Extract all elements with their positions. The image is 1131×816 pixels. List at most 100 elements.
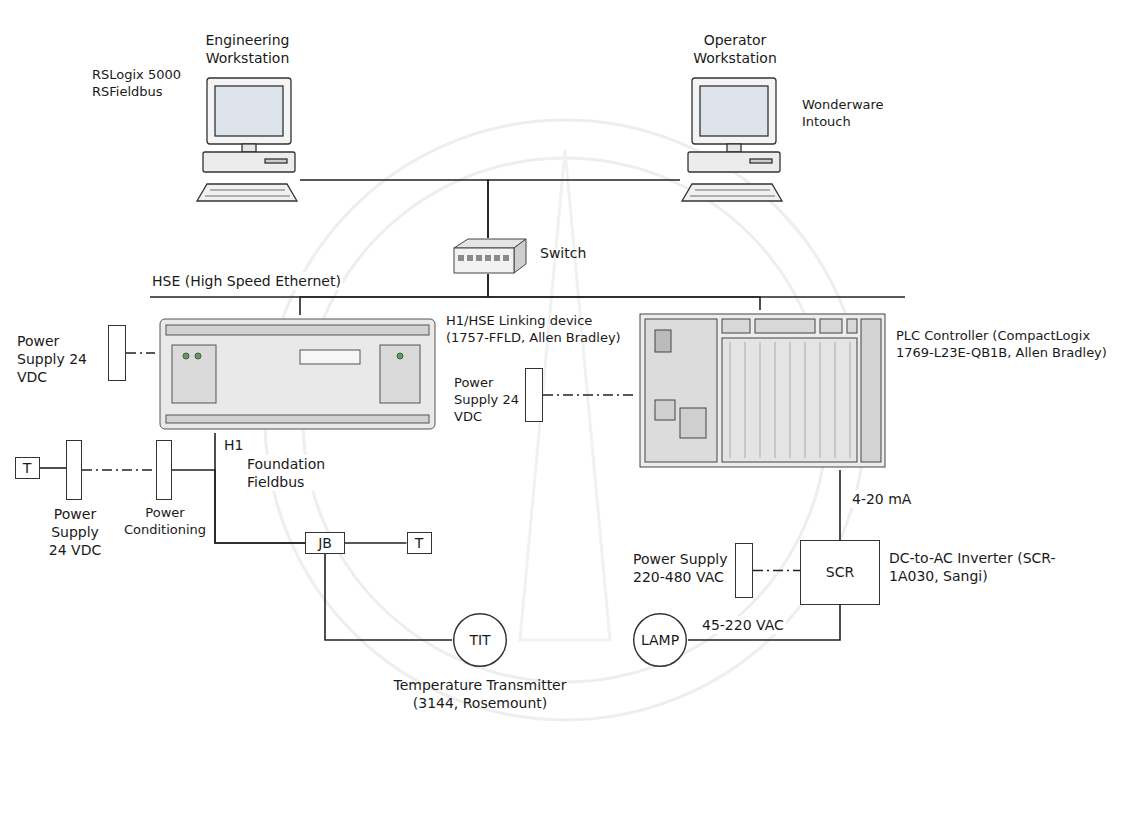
switch-front xyxy=(454,248,514,273)
node-label: Power Supply 24 VDC xyxy=(41,505,109,560)
node-label: Power Supply 24 VDC xyxy=(454,375,520,426)
operator-computer-part xyxy=(700,86,768,136)
linking-device-drawing-part xyxy=(300,350,360,364)
signal-label: H1 xyxy=(222,436,245,454)
linking-device-drawing-part xyxy=(166,325,429,335)
engineering-computer-part xyxy=(197,184,297,201)
plc-drawing-part-part xyxy=(775,342,776,458)
operator-computer-part xyxy=(695,189,770,190)
operator-computer-part xyxy=(727,144,741,152)
switch-port xyxy=(467,255,473,261)
node-label: TIT xyxy=(466,631,493,649)
switch: Switch xyxy=(448,238,528,274)
switch-port xyxy=(503,255,509,261)
plc-drawing-part xyxy=(722,319,750,333)
plc-drawing-part-part xyxy=(730,342,731,458)
plc-drawing-part xyxy=(861,319,881,462)
operator-computer-part xyxy=(690,195,775,196)
plc-drawing-part xyxy=(820,319,842,333)
linking-device-drawing-part xyxy=(195,353,201,359)
operator-computer-part xyxy=(688,152,780,172)
plc-drawing-part xyxy=(755,319,815,333)
node-label: H1/HSE Linking device (1757-FFLD, Allen … xyxy=(446,313,628,347)
circle-outline xyxy=(634,614,687,667)
terminator: T xyxy=(15,457,40,479)
engineering-computer-part xyxy=(205,195,290,196)
wire-line xyxy=(688,605,840,640)
linking-device-drawing xyxy=(160,319,435,429)
node-caption: DC-to-AC Inverter (SCR-1A030, Sangi) xyxy=(889,549,1099,585)
engineering-computer-part xyxy=(207,78,291,144)
power-supply: Power Supply 24 VDC xyxy=(525,368,543,422)
switch-port xyxy=(485,255,491,261)
node-label: LAMP xyxy=(638,631,682,649)
plc-drawing-part-part xyxy=(805,342,806,458)
signal-wire xyxy=(40,468,67,469)
operator-computer-part xyxy=(682,184,782,201)
plc-drawing-part-part xyxy=(835,342,836,458)
engineering-computer-part xyxy=(203,152,295,172)
node-label: PLC Controller (CompactLogix 1769-L23E-Q… xyxy=(896,328,1124,362)
node-label: Engineering Workstation xyxy=(175,31,320,67)
plc-controller: PLC Controller (CompactLogix 1769-L23E-Q… xyxy=(635,310,890,470)
network-label: Foundation Fieldbus xyxy=(245,455,349,491)
node-caption: RSLogix 5000 RSFieldbus xyxy=(92,67,192,101)
engineering-computer-part xyxy=(265,159,287,163)
operator-computer-part xyxy=(750,159,772,163)
node-label: SCR xyxy=(823,563,857,581)
engineering-computer-part xyxy=(215,86,283,136)
signal-label: 4-20 mA xyxy=(850,490,913,508)
plc-drawing-part-part xyxy=(820,342,821,458)
plc-drawing-part xyxy=(722,338,857,462)
plc-drawing-part xyxy=(680,408,706,438)
wire-line xyxy=(543,394,635,396)
linking-device-drawing-part xyxy=(397,353,403,359)
power-conditioner: Power Conditioning xyxy=(156,440,172,500)
switch-outline xyxy=(448,238,528,274)
wire-line xyxy=(300,180,488,238)
plc-drawing-part xyxy=(645,319,717,462)
node-label: T xyxy=(412,534,427,552)
node-caption: Wonderware Intouch xyxy=(802,97,912,131)
wire-line xyxy=(753,570,800,572)
workstation: Operator WorkstationWonderware Intouch xyxy=(680,75,790,205)
plc-drawing-part xyxy=(655,330,671,352)
plc-drawing-part xyxy=(640,314,885,467)
plc-drawing-part xyxy=(655,400,675,420)
power-link xyxy=(543,395,635,396)
plc-drawing-part-part xyxy=(745,342,746,458)
workstation: Engineering WorkstationRSLogix 5000 RSFi… xyxy=(195,75,300,205)
signal-label: 45-220 VAC xyxy=(700,616,786,634)
engineering-computer-part xyxy=(242,144,256,152)
signal-wire xyxy=(300,180,488,238)
wire-line xyxy=(488,274,760,310)
wire-line xyxy=(325,554,452,640)
node-label: Power Conditioning xyxy=(117,505,213,539)
engineering-computer-part xyxy=(210,189,285,190)
linking-device-drawing-part xyxy=(172,345,216,403)
linking-device-drawing-part xyxy=(160,319,435,429)
signal-wire xyxy=(345,543,407,544)
junction-box: JB xyxy=(305,532,345,554)
linking-device-drawing-part xyxy=(380,345,420,403)
scr-box: SCRDC-to-AC Inverter (SCR-1A030, Sangi) xyxy=(800,540,880,605)
plc-drawing-part-part xyxy=(790,342,791,458)
switch-port xyxy=(494,255,500,261)
node-caption: Temperature Transmitter (3144, Rosemount… xyxy=(385,676,575,712)
plc-drawing xyxy=(640,314,885,467)
power-supply: Power Supply 24 VDC xyxy=(108,325,126,381)
linking-device: H1/HSE Linking device (1757-FFLD, Allen … xyxy=(155,315,440,433)
circle-outline xyxy=(454,614,507,667)
operator-computer-part xyxy=(692,78,776,144)
switch-port xyxy=(458,255,464,261)
wire-line xyxy=(839,470,841,540)
power-link xyxy=(753,570,800,571)
power-link xyxy=(126,353,155,354)
wire-line xyxy=(345,542,407,544)
node-label: Switch xyxy=(540,244,586,262)
switch-port xyxy=(476,255,482,261)
linking-device-drawing-part xyxy=(183,353,189,359)
plc-drawing-part-part xyxy=(850,342,851,458)
